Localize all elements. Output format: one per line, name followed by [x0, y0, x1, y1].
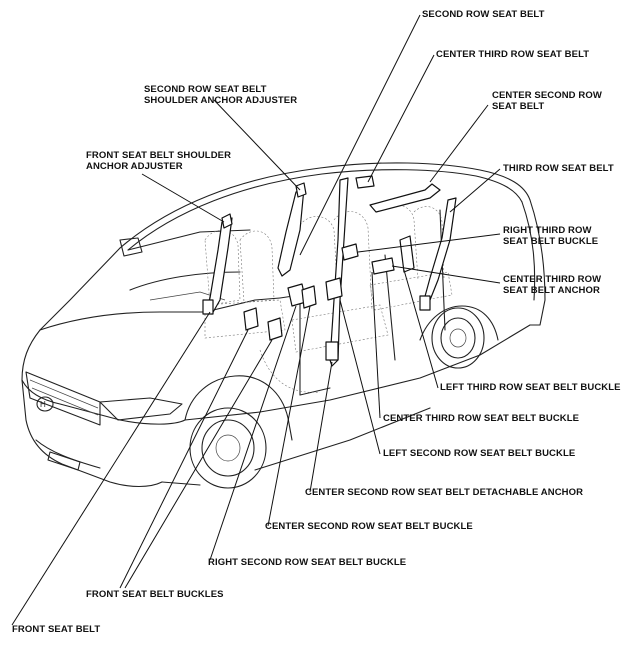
label-second-row-adjuster-line2: SHOULDER ANCHOR ADJUSTER	[144, 95, 298, 106]
label-center-third-anchor-line2: SEAT BELT ANCHOR	[503, 285, 600, 296]
label-center-third-anchor-line1: CENTER THIRD ROW	[503, 274, 602, 285]
label-front-seat-belt-buckles: FRONT SEAT BELT BUCKLES	[86, 589, 224, 600]
label-front-adjuster-line2: ANCHOR ADJUSTER	[86, 161, 183, 172]
front-buckle-left-part	[243, 307, 259, 331]
label-front-seat-belt: FRONT SEAT BELT	[12, 624, 101, 635]
front-buckle-right-part	[267, 317, 283, 341]
label-second-row-adjuster-line1: SECOND ROW SEAT BELT	[144, 84, 267, 95]
label-center-third-row-buckle: CENTER THIRD ROW SEAT BELT BUCKLE	[383, 413, 580, 424]
label-center-third-row-seat-belt: CENTER THIRD ROW SEAT BELT	[436, 49, 590, 60]
label-right-second-row-buckle: RIGHT SECOND ROW SEAT BELT BUCKLE	[208, 557, 407, 568]
right-third-buckle-part	[341, 243, 359, 261]
center-second-row-belt-part	[329, 177, 349, 367]
label-center-second-row-detachable-anchor: CENTER SECOND ROW SEAT BELT DETACHABLE A…	[305, 487, 584, 498]
label-third-row-seat-belt: THIRD ROW SEAT BELT	[503, 163, 614, 174]
label-front-adjuster-line1: FRONT SEAT BELT SHOULDER	[86, 150, 232, 161]
label-right-third-buckle-line2: SEAT BELT BUCKLE	[503, 236, 599, 247]
svg-text:H: H	[40, 400, 46, 409]
second-row-belt-part	[277, 187, 305, 277]
label-left-second-row-buckle: LEFT SECOND ROW SEAT BELT BUCKLE	[383, 448, 576, 459]
center-second-buckle-part	[301, 285, 317, 309]
label-second-row-seat-belt: SECOND ROW SEAT BELT	[422, 9, 545, 20]
center-third-anchor-part	[371, 257, 395, 275]
label-right-third-buckle-line1: RIGHT THIRD ROW	[503, 225, 592, 236]
front-adjuster-part	[221, 213, 233, 229]
center-third-row-belt-part	[369, 183, 441, 213]
label-center-second-row-line2: SEAT BELT	[492, 101, 545, 112]
vehicle-body: H	[21, 162, 546, 489]
front-retractor-part	[202, 299, 214, 315]
label-center-second-row-line1: CENTER SECOND ROW	[492, 90, 602, 101]
left-third-buckle-part	[399, 235, 415, 273]
leader-lines	[11, 14, 501, 626]
label-left-third-row-buckle: LEFT THIRD ROW SEAT BELT BUCKLE	[440, 382, 621, 393]
label-center-second-row-buckle: CENTER SECOND ROW SEAT BELT BUCKLE	[265, 521, 473, 532]
seat-belt-components	[202, 175, 457, 367]
center-third-roof-anchor-part	[355, 175, 375, 189]
